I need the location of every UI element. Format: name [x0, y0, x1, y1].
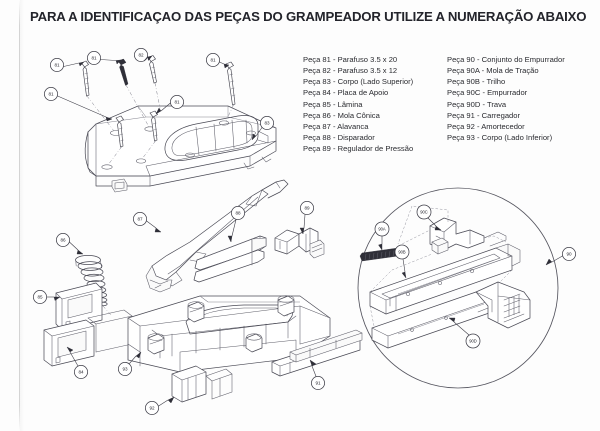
callout-84[interactable]: 84 — [66, 346, 88, 379]
svg-text:81: 81 — [54, 63, 60, 68]
callout-balloons-top: 81 81 82 81 — [44, 48, 274, 141]
svg-text:91: 91 — [315, 381, 321, 386]
callout-90B[interactable]: 90B — [394, 244, 410, 279]
callout-90D[interactable]: 90D — [448, 317, 481, 349]
callout-balloons-middle: 86 87 88 89 — [33, 201, 325, 415]
parts-list-item: Peça 90 - Conjunto do Empurrador — [447, 55, 565, 64]
svg-text:81: 81 — [48, 92, 54, 97]
callout-81-e[interactable]: 81 — [155, 95, 184, 115]
parts-list-item: Peça 86 - Mola Cônica — [303, 110, 380, 120]
lock-part-drawing — [371, 281, 531, 349]
callout-87[interactable]: 87 — [133, 212, 162, 233]
page-title: PARA A IDENTIFICAÇAO DAS PEÇAS DO GRAMPE… — [30, 9, 587, 24]
parts-list-item: Peça 88 - Disparador — [303, 133, 375, 143]
svg-text:87: 87 — [137, 217, 143, 222]
conical-spring-drawing — [75, 255, 113, 317]
svg-text:86: 86 — [60, 238, 66, 243]
parts-list-left-column: Peça 81 - Parafuso 3.5 x 20 Peça 82 - Pa… — [303, 54, 413, 154]
callout-88[interactable]: 88 — [227, 206, 245, 243]
callout-83[interactable]: 83 — [251, 116, 274, 141]
parts-list-item: Peça 84 - Placa de Apoio — [303, 88, 389, 98]
damper-part-drawing — [171, 365, 233, 403]
svg-text:93: 93 — [122, 367, 128, 372]
svg-text:90B: 90B — [398, 249, 406, 254]
scan-edge-line — [19, 0, 20, 431]
svg-text:90D: 90D — [469, 338, 477, 343]
blade-part-drawing — [55, 282, 103, 331]
pusher-assembly-detail-circle — [357, 187, 559, 389]
callout-85[interactable]: 85 — [33, 290, 61, 304]
callout-81-a[interactable]: 81 — [50, 58, 85, 72]
magazine-rail-drawing — [271, 329, 363, 377]
callout-90A[interactable]: 90A — [374, 221, 390, 251]
svg-text:90A: 90A — [378, 226, 386, 231]
callout-93[interactable]: 93 — [118, 351, 142, 376]
svg-text:81: 81 — [174, 100, 180, 105]
parts-list-item: Peça 89 - Regulador de Pressão — [303, 144, 414, 154]
svg-text:85: 85 — [37, 295, 43, 300]
parts-list-item: Peça 83 - Corpo (Lado Superior) — [303, 77, 414, 87]
svg-text:81: 81 — [210, 58, 216, 63]
parts-list-item: Peça 85 - Lâmina — [303, 99, 363, 109]
svg-text:81: 81 — [91, 56, 97, 61]
callout-81-c[interactable]: 81 — [206, 53, 230, 69]
parts-list-right-column: Peça 90 - Conjunto do Empurrador Peça 90… — [447, 54, 565, 143]
callout-90[interactable]: 90 — [545, 247, 576, 266]
svg-text:84: 84 — [78, 370, 84, 375]
lower-body-shell-drawing — [127, 295, 331, 373]
screw-parts-top — [80, 55, 236, 166]
parts-list-item: Peça 93 - Corpo (Lado Inferior) — [447, 133, 553, 143]
trigger-bar-drawing — [193, 235, 267, 283]
tension-spring-drawing — [359, 247, 401, 262]
parts-list-item: Peça 87 - Alavanca — [303, 121, 369, 131]
pressure-regulator-drawing — [274, 227, 325, 259]
callout-92[interactable]: 92 — [145, 396, 175, 415]
parts-list-item: Peça 90B - Trilho — [447, 77, 506, 87]
callout-86[interactable]: 86 — [56, 233, 84, 255]
svg-text:92: 92 — [149, 406, 155, 411]
callout-81-b[interactable]: 81 — [87, 51, 122, 65]
callout-89[interactable]: 89 — [299, 201, 314, 235]
support-plate-drawing — [43, 309, 133, 367]
parts-list-item: Peça 90C - Empurrador — [447, 88, 528, 98]
lever-part-drawing — [145, 179, 289, 293]
callout-91[interactable]: 91 — [309, 359, 325, 390]
parts-list-item: Peça 92 - Amortecedor — [447, 121, 525, 131]
svg-text:83: 83 — [264, 121, 270, 126]
svg-text:90: 90 — [566, 252, 572, 257]
pusher-part-drawing — [429, 217, 507, 255]
svg-text:88: 88 — [235, 211, 241, 216]
rail-part-drawing — [369, 243, 521, 315]
parts-list-item: Peça 81 - Parafuso 3.5 x 20 — [303, 55, 398, 64]
callout-81-d[interactable]: 81 — [44, 87, 113, 122]
parts-list-item: Peça 82 - Parafuso 3.5 x 12 — [303, 66, 398, 76]
parts-list-item: Peça 91 - Carregador — [447, 110, 521, 120]
svg-text:90C: 90C — [420, 209, 428, 214]
scan-edge-shade — [20, 0, 24, 431]
svg-text:82: 82 — [138, 53, 144, 58]
parts-list-item: Peça 90D - Trava — [447, 99, 507, 109]
upper-body-shell-drawing — [84, 105, 277, 193]
callout-90C[interactable]: 90C — [416, 204, 442, 231]
parts-list-item: Peça 90A - Mola de Tração — [447, 66, 539, 76]
callout-balloons-detail: 90A 90B 90C 90D — [374, 204, 576, 349]
svg-text:89: 89 — [304, 206, 310, 211]
callout-82[interactable]: 82 — [134, 48, 153, 62]
